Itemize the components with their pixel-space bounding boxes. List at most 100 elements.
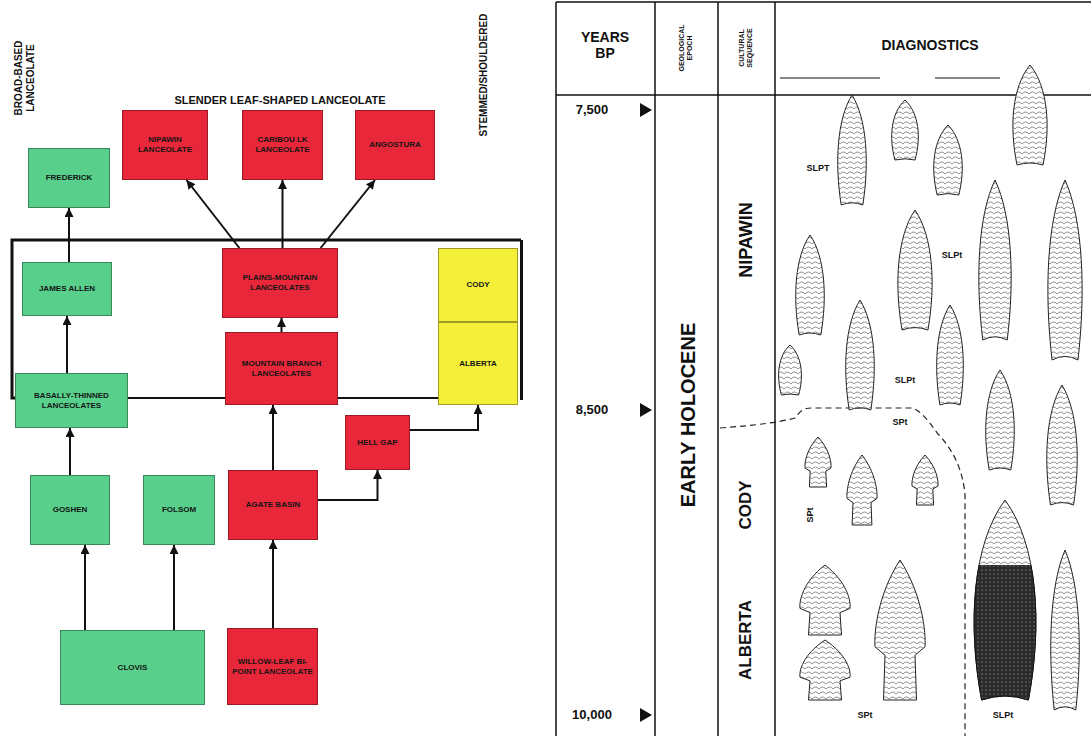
projectile-point <box>937 305 964 405</box>
type-name: WILLOW-LEAF BI-POINT LANCEOLATE <box>228 657 317 676</box>
projectile-point <box>796 235 825 335</box>
projectile-point <box>779 345 802 395</box>
chart-label: SLPt <box>942 250 963 260</box>
type-box: MOUNTAIN BRANCH LANCEOLATES <box>225 332 338 405</box>
type-box: ANGOSTURA <box>355 110 435 180</box>
chart-label: SPt <box>857 710 872 720</box>
chart-grid <box>556 2 1091 736</box>
grid-line <box>654 2 656 736</box>
projectile-point <box>800 565 850 635</box>
chart-label: 10,000 <box>572 708 612 723</box>
chart-label: SPt <box>892 417 907 427</box>
type-box: ALBERTA <box>438 322 518 405</box>
projectile-point <box>934 125 963 195</box>
projectile-point <box>847 455 877 525</box>
type-name: JAMES ALLEN <box>35 284 99 294</box>
rotated-heading: NIPAWIN <box>736 202 757 278</box>
rotated-heading: CODY <box>736 480 756 529</box>
chart-label: YEARS BP <box>570 29 640 61</box>
grid-line <box>780 78 880 79</box>
projectile-point <box>892 100 919 160</box>
projectile-point <box>974 500 1036 700</box>
point-base-shading <box>974 565 1036 700</box>
projectile-point <box>846 300 875 410</box>
type-name: ALBERTA <box>455 359 501 369</box>
connector-arrow <box>66 316 68 373</box>
type-box: HELL GAP <box>345 415 410 470</box>
projectile-point <box>805 437 831 487</box>
type-box: BASALLY-THINNED LANCEOLATES <box>15 373 128 428</box>
projectile-point <box>800 640 850 700</box>
chart-label: 8,500 <box>576 403 609 418</box>
type-box: WILLOW-LEAF BI-POINT LANCEOLATE <box>227 628 318 705</box>
type-name: HELL GAP <box>353 438 401 448</box>
connector-arrow <box>187 180 240 248</box>
rotated-heading: BROAD-BASED LANCEOLATE <box>13 32 36 124</box>
connector-arrow <box>69 428 71 475</box>
type-name: FREDERICK <box>42 173 97 183</box>
connector-arrow <box>128 397 225 399</box>
type-box: AGATE BASIN <box>228 470 318 540</box>
type-box: JAMES ALLEN <box>22 262 112 316</box>
grid-line <box>555 2 557 736</box>
connector-arrow <box>410 405 478 430</box>
rotated-heading: ALBERTA <box>736 600 756 680</box>
year-marker <box>640 708 652 722</box>
year-marker <box>640 103 652 117</box>
type-box: PLAINS-MOUNTAIN LANCEOLATES <box>222 248 338 318</box>
chart-label: 7,500 <box>576 103 609 118</box>
chart-label: SLPT <box>806 163 829 173</box>
projectile-point <box>898 210 932 330</box>
projectile-point <box>1047 385 1077 505</box>
projectile-point <box>986 370 1015 470</box>
type-box: NIPAWIN LANCEOLATE <box>122 110 208 180</box>
grid-line <box>556 94 1091 96</box>
projectile-point <box>912 455 938 505</box>
type-name: AGATE BASIN <box>242 500 305 510</box>
projectile-point <box>1048 180 1082 360</box>
connector-arrow <box>272 405 274 470</box>
rotated-heading: STEMMED/SHOULDERED <box>478 14 490 137</box>
rotated-heading: CULTURAL SEQUENCE <box>738 13 754 83</box>
rotated-heading: SPt <box>805 507 815 522</box>
chart-label: SLPt <box>993 710 1014 720</box>
connector-arrow <box>173 545 175 630</box>
type-name: NIPAWIN LANCEOLATE <box>123 135 207 154</box>
type-box: FOLSOM <box>143 475 215 545</box>
connector-arrow <box>281 318 283 332</box>
type-box: CARIBOU LK LANCEOLATE <box>242 110 323 180</box>
projectile-points <box>779 65 1083 710</box>
type-name: GOSHEN <box>49 505 92 515</box>
grid-line <box>774 2 776 736</box>
projectile-point <box>875 560 925 700</box>
projectile-point <box>1051 550 1080 710</box>
connector-arrow <box>318 470 378 500</box>
year-markers <box>640 103 652 722</box>
connector-arrow <box>321 180 375 248</box>
connector-arrow <box>68 208 70 262</box>
rotated-heading: EARLY HOLOCENE <box>677 323 700 507</box>
connector-arrow <box>84 545 86 630</box>
type-name: FOLSOM <box>158 505 200 515</box>
type-box: CODY <box>438 248 518 322</box>
rotated-heading: GEOLOGICAL EPOCH <box>678 13 694 83</box>
type-name: CLOVIS <box>114 663 152 673</box>
chart-label: SLPt <box>895 375 916 385</box>
type-name: PLAINS-MOUNTAIN LANCEOLATES <box>223 273 337 292</box>
type-name: CARIBOU LK LANCEOLATE <box>243 135 322 154</box>
projectile-point <box>1013 65 1047 165</box>
chart-label: DIAGNOSTICS <box>881 37 978 53</box>
grid-line <box>717 2 719 736</box>
type-box: CLOVIS <box>60 630 205 705</box>
type-name: CODY <box>462 280 493 290</box>
connector-arrow <box>338 397 438 399</box>
type-name: MOUNTAIN BRANCH LANCEOLATES <box>226 359 337 378</box>
type-box: GOSHEN <box>30 475 110 545</box>
period-boundary <box>720 408 965 736</box>
connector-arrow <box>282 180 284 248</box>
year-marker <box>640 403 652 417</box>
chart-label: SLENDER LEAF-SHAPED LANCEOLATE <box>174 94 385 107</box>
projectile-point <box>979 180 1011 340</box>
